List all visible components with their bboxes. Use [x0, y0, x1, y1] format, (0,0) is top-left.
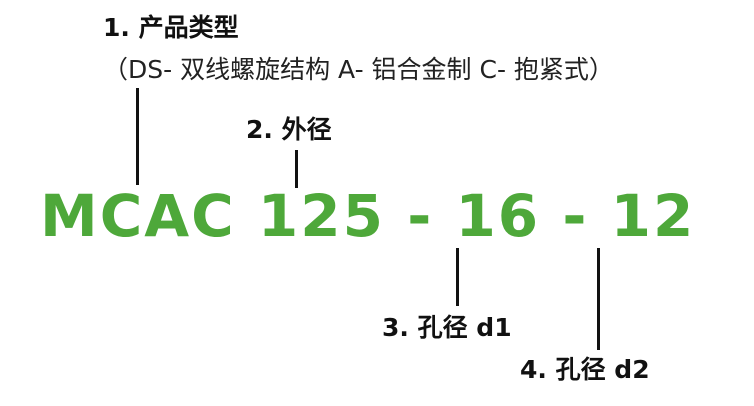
leader-line-bore-d2	[597, 248, 600, 350]
model-code: MCAC 125 - 16 - 12	[40, 182, 696, 250]
leader-line-product-type	[136, 88, 139, 185]
leader-line-bore-d1	[456, 248, 459, 306]
label-product-type-description: （DS- 双线螺旋结构 A- 铝合金制 C- 抱紧式）	[103, 55, 614, 84]
leader-line-outer-diameter	[295, 150, 298, 188]
label-bore-d1: 3. 孔径 d1	[382, 313, 512, 342]
label-product-type: 1. 产品类型	[103, 13, 239, 42]
label-outer-diameter: 2. 外径	[246, 115, 332, 144]
label-bore-d2: 4. 孔径 d2	[520, 355, 650, 384]
